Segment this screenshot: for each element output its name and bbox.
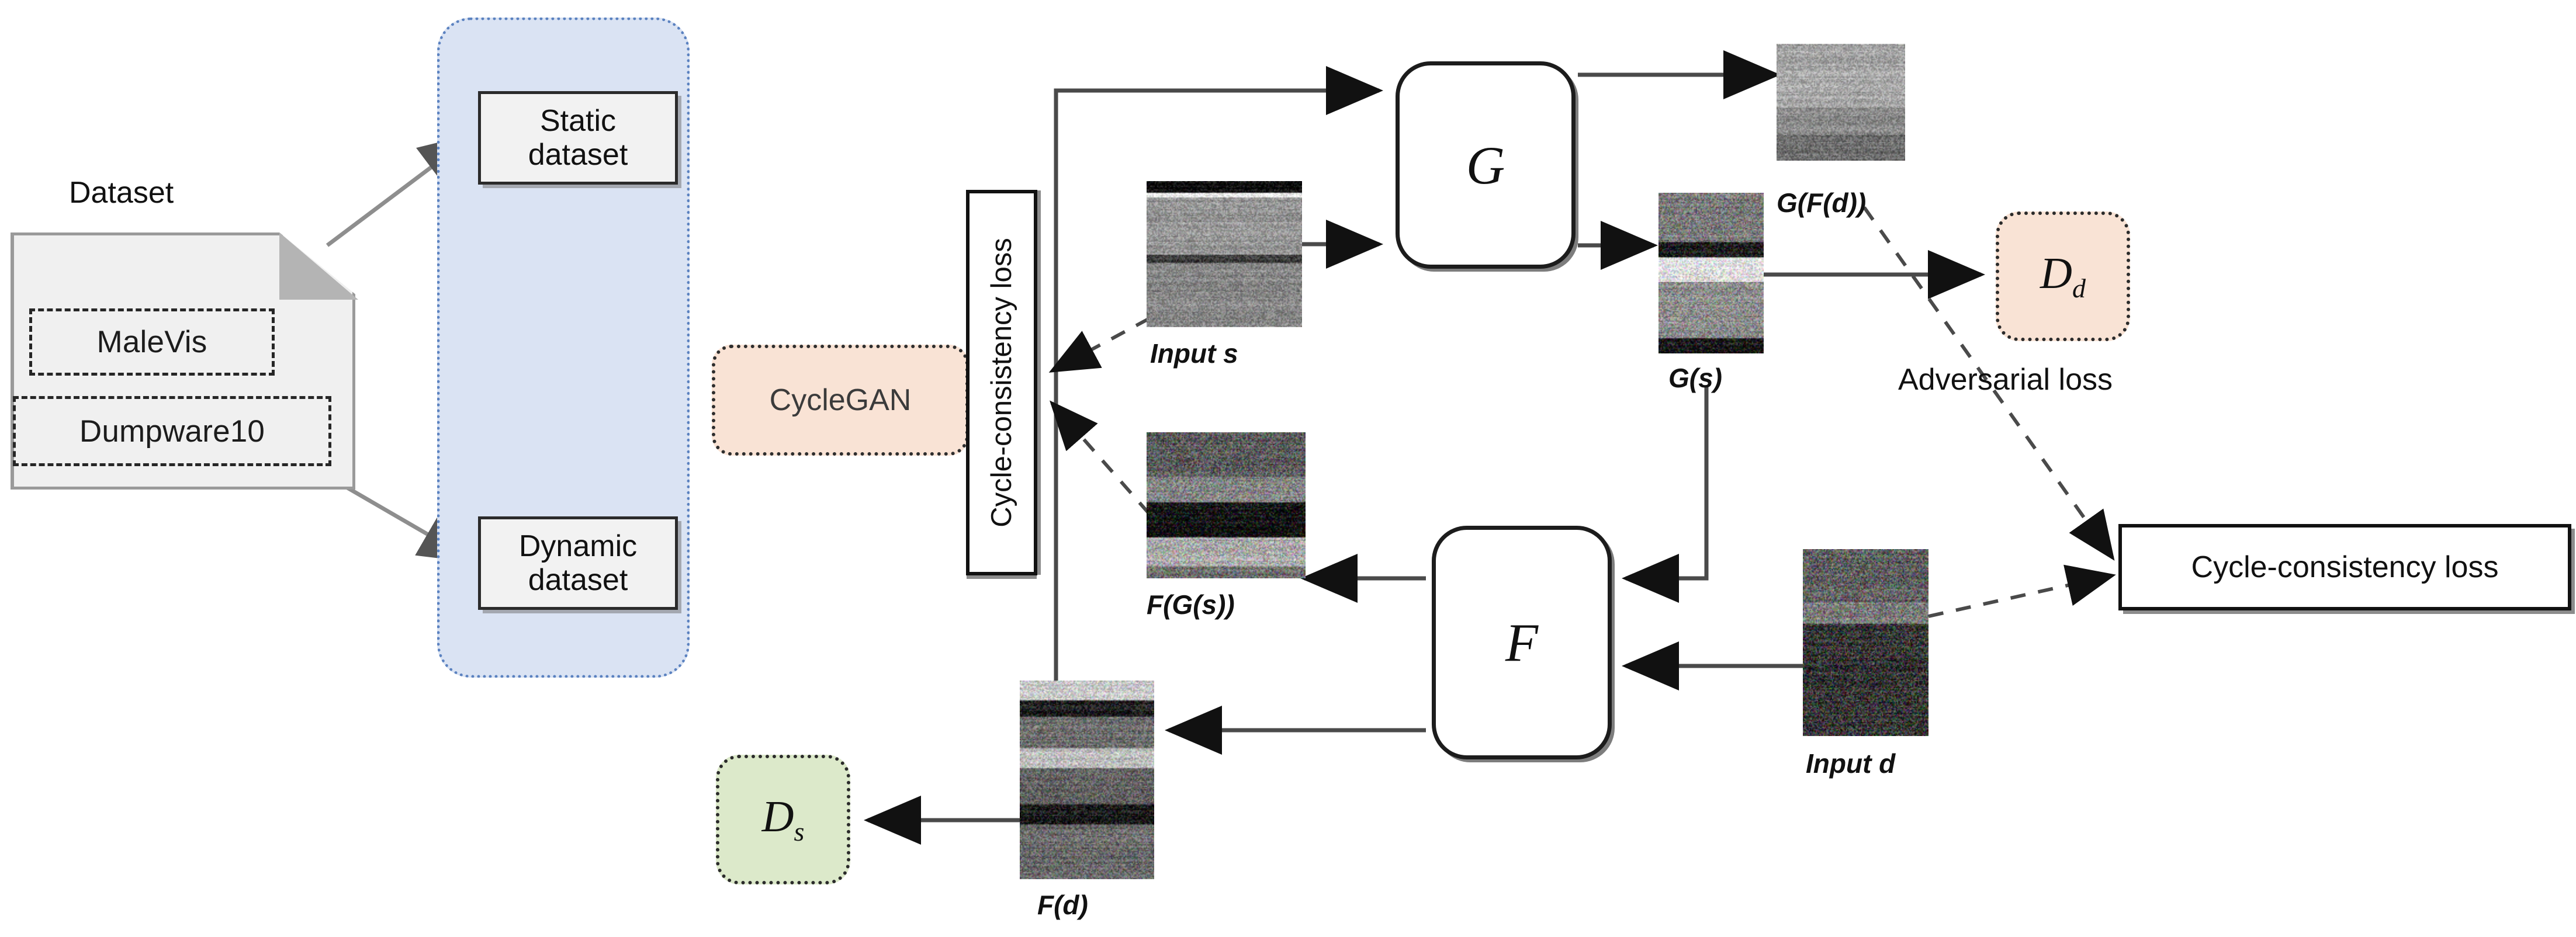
- dataset-title: Dataset: [69, 176, 174, 210]
- image-g-f-d: [1777, 44, 1905, 161]
- cycle-consistency-loss-vertical-label-wrap: Cycle-consistency loss: [966, 190, 1037, 575]
- edge-Gs-to-F: [1622, 386, 1709, 603]
- adversarial-loss-label: Adversarial loss: [1898, 363, 2113, 397]
- image-input-s: [1147, 181, 1302, 327]
- edge-trunk-to-G: [1054, 66, 1383, 695]
- caption-f-d: F(d): [1037, 890, 1088, 920]
- cycle-consistency-loss-vertical-box[interactable]: [966, 190, 1037, 575]
- caption-g-f-d: G(F(d)): [1777, 188, 1867, 218]
- edge-dashed-inputs-to-ccl: [1048, 317, 1151, 373]
- generator-f-box[interactable]: F: [1432, 526, 1612, 759]
- dataset-item-dumpware10[interactable]: Dumpware10: [13, 396, 331, 466]
- generator-g-box[interactable]: G: [1396, 61, 1576, 269]
- image-input-d: [1803, 549, 1928, 736]
- dataset-item-dumpware10-label: Dumpware10: [79, 414, 265, 449]
- discriminator-ds-box[interactable]: Ds: [716, 755, 850, 884]
- caption-f-g-s: F(G(s)): [1147, 589, 1235, 620]
- discriminator-ds-label: Ds: [761, 792, 805, 847]
- dataset-item-malevis-label: MaleVis: [96, 325, 207, 359]
- cycle-consistency-loss-horizontal-label: Cycle-consistency loss: [2191, 550, 2499, 584]
- caption-g-s: G(s): [1668, 363, 1722, 393]
- discriminator-dd-box[interactable]: Dd: [1996, 211, 2130, 341]
- caption-input-d: Input d: [1806, 748, 1896, 779]
- cyclegan-label: CycleGAN: [769, 383, 912, 417]
- edge-dashed-fgs-to-ccl: [1050, 400, 1151, 515]
- cycle-consistency-loss-vertical-label: Cycle-consistency loss: [986, 238, 1018, 528]
- image-f-d: [1020, 681, 1154, 879]
- image-f-g-s: [1147, 432, 1306, 578]
- cyclegan-model-box[interactable]: CycleGAN: [712, 345, 969, 456]
- edge-dashed-inputd-to-ccl: [1928, 564, 2116, 618]
- caption-input-s: Input s: [1150, 338, 1238, 369]
- generator-g-label: G: [1466, 135, 1505, 195]
- cycle-consistency-loss-horizontal-box[interactable]: Cycle-consistency loss: [2118, 524, 2571, 610]
- dataset-item-malevis[interactable]: MaleVis: [29, 308, 275, 376]
- image-g-s: [1659, 193, 1764, 353]
- generator-f-label: F: [1505, 613, 1539, 672]
- discriminator-dd-label: Dd: [2040, 249, 2086, 304]
